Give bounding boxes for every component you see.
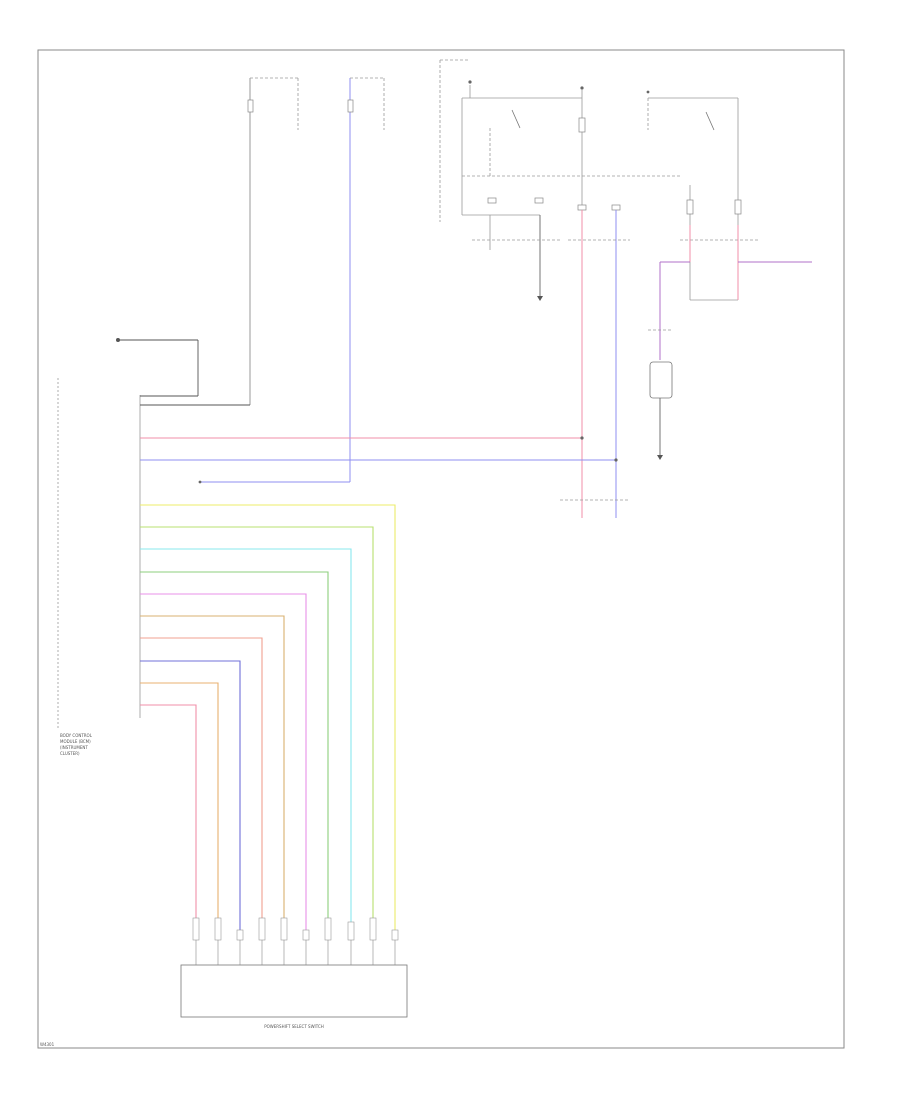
connector-label: POWERSHIFT SELECT SWITCH [264, 1024, 324, 1029]
relay-top-right [646, 90, 812, 360]
feed-pink-blue [560, 204, 630, 518]
bcm-label-line-2: MODULE (BCM) [60, 739, 91, 744]
bcm-label-line-4: CLUSTER) [60, 751, 80, 756]
footer-code: W4301 [40, 1042, 55, 1047]
fuse-feed-center [347, 77, 385, 482]
right-switch-component [648, 329, 673, 460]
bcm-power-wires [116, 338, 250, 406]
bcm-label-line-1: BODY CONTROL [60, 733, 93, 738]
diagram-border [37, 49, 845, 1049]
connector-pin-stubs [192, 917, 399, 941]
powershift-select-switch-connector [180, 964, 408, 1018]
bcm-module [57, 378, 141, 728]
connector-lead-ins [195, 940, 396, 965]
junction-block-lower-left [472, 215, 560, 301]
fuse-feed-left [247, 77, 299, 405]
switch-wires [140, 504, 396, 940]
bcm-module-label: BODY CONTROL MODULE (BCM) (INSTRUMENT CL… [60, 733, 93, 756]
relay-box-top [439, 59, 680, 230]
bcm-signal-wires [140, 436, 618, 484]
bcm-label-line-3: (INSTRUMENT [60, 745, 88, 750]
